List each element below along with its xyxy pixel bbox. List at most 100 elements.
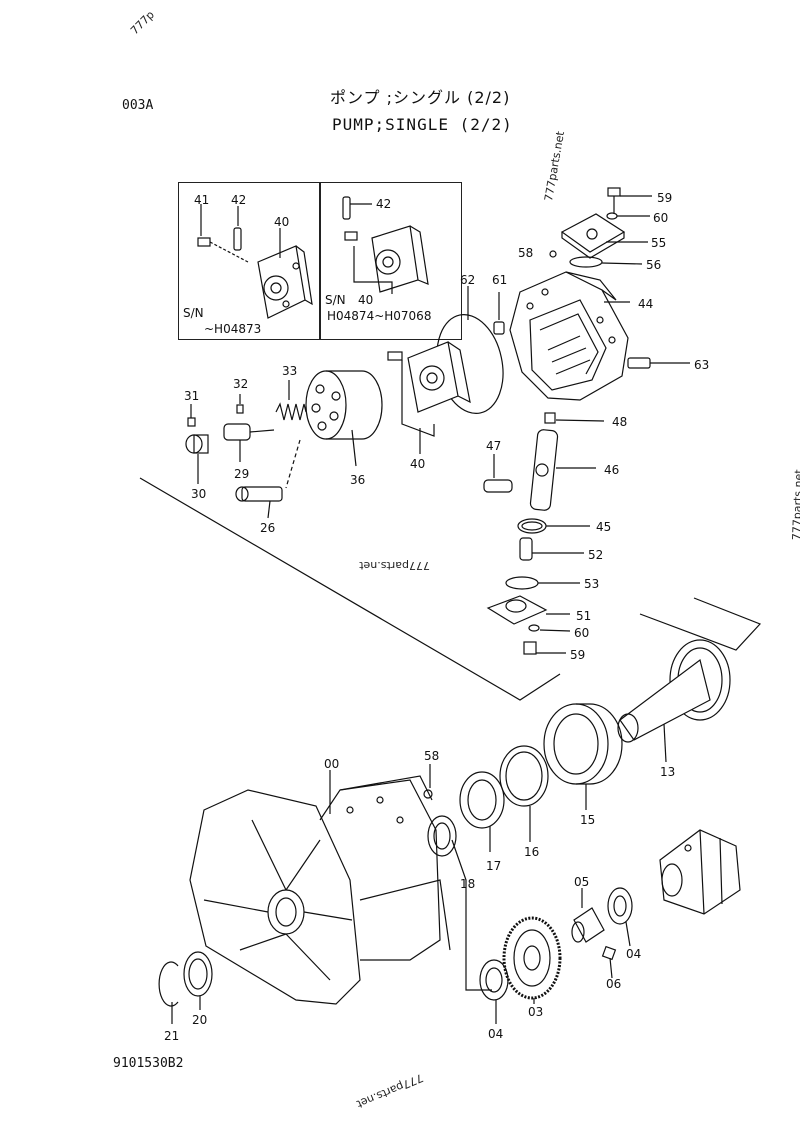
plug-48 (544, 412, 605, 424)
oring-53 (505, 576, 580, 590)
callout-58: 58 (518, 246, 533, 260)
bearing-04-right (607, 887, 633, 947)
callout-42: 42 (376, 197, 391, 211)
page-code: 003A (122, 98, 154, 113)
nut-18 (427, 815, 492, 991)
callout-46: 46 (604, 463, 619, 477)
callout-40: 40 (358, 293, 373, 307)
callout-20: 20 (192, 1013, 207, 1027)
callout-18: 18 (460, 877, 475, 891)
inset1-spring-pin (233, 227, 242, 251)
callout-16: 16 (524, 845, 539, 859)
inset-right-sn-range: H04874~H07068 (327, 309, 432, 323)
title-japanese: ポンプ ;シングル (2/2) (330, 88, 511, 107)
callout-45: 45 (596, 520, 611, 534)
callout-59: 59 (570, 648, 585, 662)
inset-serial-late (320, 182, 462, 340)
inset1-pin (197, 237, 249, 263)
callout-51: 51 (576, 609, 591, 623)
pin-61 (493, 292, 505, 335)
spool-29 (223, 423, 275, 462)
main-housing-00 (189, 770, 451, 1005)
plug-58-bottom (423, 764, 433, 799)
callout-04: 04 (488, 1027, 503, 1041)
inset-right-sn-label: S/N (325, 293, 346, 307)
key-06 (601, 945, 617, 979)
ring-45 (517, 518, 590, 534)
callout-26: 26 (260, 521, 275, 535)
ring-16 (499, 745, 549, 842)
pin-52 (519, 537, 584, 561)
callout-40: 40 (274, 215, 289, 229)
screw-63 (627, 357, 690, 369)
callout-31: 31 (184, 389, 199, 403)
aux-pump-unit (659, 829, 741, 915)
bearing-04-left (479, 959, 509, 1024)
callout-32: 32 (233, 377, 248, 391)
title-english: PUMP;SINGLE (2/2) (332, 115, 513, 134)
callout-13: 13 (660, 765, 675, 779)
callout-03: 03 (528, 1005, 543, 1019)
callout-42: 42 (231, 193, 246, 207)
inset-serial-early (178, 182, 320, 340)
callout-48: 48 (612, 415, 627, 429)
callout-15: 15 (580, 813, 595, 827)
callout-44: 44 (638, 297, 653, 311)
drawing-number: 9101530B2 (113, 1056, 184, 1071)
spring-33 (275, 380, 307, 421)
callout-60: 60 (653, 211, 668, 225)
callout-41: 41 (194, 193, 209, 207)
callout-59: 59 (657, 191, 672, 205)
washer-60-top (606, 212, 650, 220)
callout-63: 63 (694, 358, 709, 372)
snap-ring-21 (158, 961, 179, 1024)
bolt-59-bottom (523, 641, 566, 655)
inset2-pin (344, 231, 358, 241)
inset1-valve-plate (257, 245, 313, 319)
callout-36: 36 (350, 473, 365, 487)
housing-44 (509, 271, 630, 401)
gear-03 (502, 916, 562, 1004)
callout-05: 05 (574, 875, 589, 889)
bearing-17 (459, 771, 505, 852)
callout-33: 33 (282, 364, 297, 378)
bolt-59-top (607, 187, 652, 214)
piston-30 (185, 434, 209, 484)
callout-40: 40 (410, 457, 425, 471)
inset2-spring-pin (342, 196, 372, 220)
plug-58 (549, 250, 557, 258)
cap-51 (486, 595, 570, 625)
callout-06: 06 (606, 977, 621, 991)
callout-52: 52 (588, 548, 603, 562)
bearing-15 (543, 703, 623, 810)
pin-31 (187, 404, 196, 427)
cylinder-block-36 (305, 370, 383, 467)
callout-47: 47 (486, 439, 501, 453)
shaft-26 (235, 486, 283, 519)
callout-17: 17 (486, 859, 501, 873)
callout-55: 55 (651, 236, 666, 250)
callout-53: 53 (584, 577, 599, 591)
callout-29: 29 (234, 467, 249, 481)
washer-60-bottom (528, 624, 571, 632)
callout-61: 61 (492, 273, 507, 287)
shaft-05 (571, 888, 605, 943)
seal-20 (183, 951, 213, 1010)
valve-plate-40 (387, 341, 471, 454)
callout-30: 30 (191, 487, 206, 501)
callout-21: 21 (164, 1029, 179, 1043)
oring-56 (569, 256, 643, 268)
callout-04: 04 (626, 947, 641, 961)
callout-56: 56 (646, 258, 661, 272)
callout-00: 00 (324, 757, 339, 771)
cover-55 (560, 213, 648, 259)
pin-47 (483, 454, 513, 493)
inset-left-sn-range: ~H04873 (204, 322, 262, 336)
piston-46 (529, 429, 596, 511)
callout-62: 62 (460, 273, 475, 287)
callout-60: 60 (574, 626, 589, 640)
callout-58: 58 (424, 749, 439, 763)
inset2-valve-plate (371, 225, 429, 293)
inset-left-sn-label: S/N (183, 306, 204, 320)
